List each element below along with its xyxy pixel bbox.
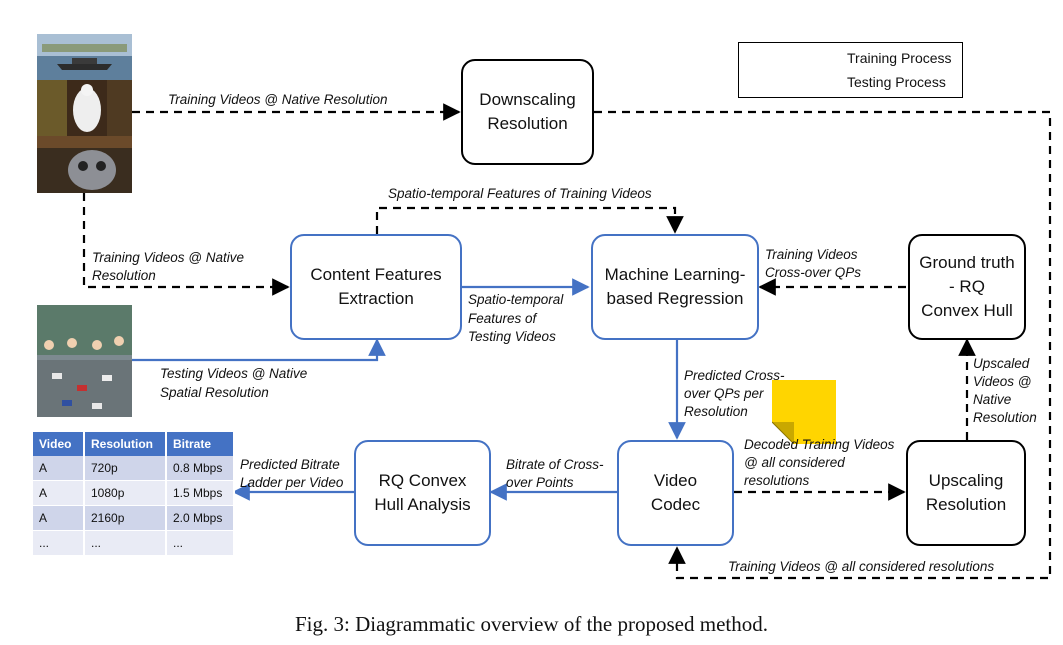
label-testing-native-1: Testing Videos @ Native bbox=[160, 366, 308, 381]
edge-images-to-content bbox=[82, 193, 290, 296]
label-upscaled-2: Videos @ bbox=[973, 374, 1032, 389]
table-cell: A bbox=[33, 480, 85, 506]
table-cell: A bbox=[33, 505, 85, 531]
label-bitrate-cross-2: over Points bbox=[506, 475, 574, 490]
node-video-codec: Video Codec bbox=[617, 440, 734, 546]
node-content-features: Content Features Extraction bbox=[290, 234, 462, 340]
node-video-codec-label: Video Codec bbox=[650, 471, 701, 514]
node-ground-truth-label: Ground truth - RQ Convex Hull bbox=[919, 253, 1015, 320]
label-bitrate-cross-1: Bitrate of Cross- bbox=[506, 457, 604, 472]
table-cell: 2.0 Mbps bbox=[166, 505, 235, 531]
table-cell: 1.5 Mbps bbox=[166, 480, 235, 506]
table-header-resolution: Resolution bbox=[84, 432, 167, 456]
table-row: A 1080p 1.5 Mbps bbox=[33, 480, 235, 506]
training-image-statue bbox=[37, 80, 132, 136]
table-cell: ... bbox=[166, 530, 235, 556]
label-training-native-2b: Resolution bbox=[92, 268, 156, 283]
table-row: A 720p 0.8 Mbps bbox=[33, 456, 235, 481]
label-training-native: Training Videos @ Native Resolution bbox=[168, 92, 388, 107]
node-upscaling-label: Upscaling Resolution bbox=[925, 471, 1007, 514]
edge-testimages-to-content bbox=[132, 338, 386, 362]
table-cell: A bbox=[33, 456, 85, 481]
table-cell: ... bbox=[33, 530, 85, 556]
table-cell: 2160p bbox=[84, 505, 167, 531]
node-rq-convex-label: RQ Convex Hull Analysis bbox=[374, 471, 471, 514]
label-ladder-2: Ladder per Video bbox=[240, 475, 344, 490]
label-ladder-1: Predicted Bitrate bbox=[240, 457, 340, 472]
label-st-testing-1: Spatio-temporal bbox=[468, 292, 564, 307]
table-cell: 720p bbox=[84, 456, 167, 481]
figure-caption: Fig. 3: Diagrammatic overview of the pro… bbox=[295, 612, 768, 636]
label-st-testing-3: Testing Videos bbox=[468, 329, 556, 344]
table-header-bitrate: Bitrate bbox=[166, 432, 235, 456]
table-row: A 2160p 2.0 Mbps bbox=[33, 505, 235, 531]
label-crossover-2: Cross-over QPs bbox=[765, 265, 862, 280]
label-upscaled-1: Upscaled bbox=[973, 356, 1030, 371]
edge-downscaling-to-right bbox=[594, 110, 1052, 580]
node-ml-regression-label: Machine Learning-based Regression bbox=[604, 265, 746, 308]
node-ml-regression: Machine Learning-based Regression bbox=[591, 234, 759, 340]
table-header-video: Video bbox=[33, 432, 85, 456]
legend-testing-label: Testing Process bbox=[847, 74, 946, 90]
label-predicted-qps-2: over QPs per bbox=[684, 386, 764, 401]
table-cell: ... bbox=[84, 530, 167, 556]
training-image-owl bbox=[37, 136, 132, 193]
node-downscaling: Downscaling Resolution bbox=[461, 59, 594, 165]
sticky-note-icon bbox=[772, 380, 836, 444]
node-content-features-label: Content Features Extraction bbox=[310, 265, 442, 308]
label-crossover-1: Training Videos bbox=[765, 247, 858, 262]
bitrate-ladder-table: Video Resolution Bitrate A 720p 0.8 Mbps… bbox=[33, 432, 235, 556]
label-decoded-2: @ all considered bbox=[744, 455, 845, 470]
node-upscaling: Upscaling Resolution bbox=[906, 440, 1026, 546]
label-upscaled-4: Resolution bbox=[973, 410, 1037, 425]
table-cell: 0.8 Mbps bbox=[166, 456, 235, 481]
testing-image-marathon bbox=[37, 305, 132, 417]
edge-content-to-ml bbox=[375, 206, 684, 234]
legend-training-label: Training Process bbox=[847, 50, 952, 66]
label-predicted-qps-3: Resolution bbox=[684, 404, 748, 419]
label-decoded-1: Decoded Training Videos bbox=[744, 437, 895, 452]
legend: Training Process Testing Process bbox=[738, 42, 963, 98]
label-training-native-2a: Training Videos @ Native bbox=[92, 250, 245, 265]
label-all-resolutions: Training Videos @ all considered resolut… bbox=[728, 559, 995, 574]
label-decoded-3: resolutions bbox=[744, 473, 810, 488]
table-row: ... ... ... bbox=[33, 530, 235, 556]
table-cell: 1080p bbox=[84, 480, 167, 506]
training-image-boat bbox=[37, 34, 132, 80]
node-ground-truth: Ground truth - RQ Convex Hull bbox=[908, 234, 1026, 340]
table-header-row: Video Resolution Bitrate bbox=[33, 432, 235, 456]
label-predicted-qps-1: Predicted Cross- bbox=[684, 368, 785, 383]
label-upscaled-3: Native bbox=[973, 392, 1012, 407]
label-spatio-temporal-training: Spatio-temporal Features of Training Vid… bbox=[388, 186, 652, 201]
node-rq-convex: RQ Convex Hull Analysis bbox=[354, 440, 491, 546]
label-testing-native-2: Spatial Resolution bbox=[160, 385, 269, 400]
node-downscaling-label: Downscaling Resolution bbox=[479, 90, 576, 133]
label-st-testing-2: Features of bbox=[468, 311, 537, 326]
